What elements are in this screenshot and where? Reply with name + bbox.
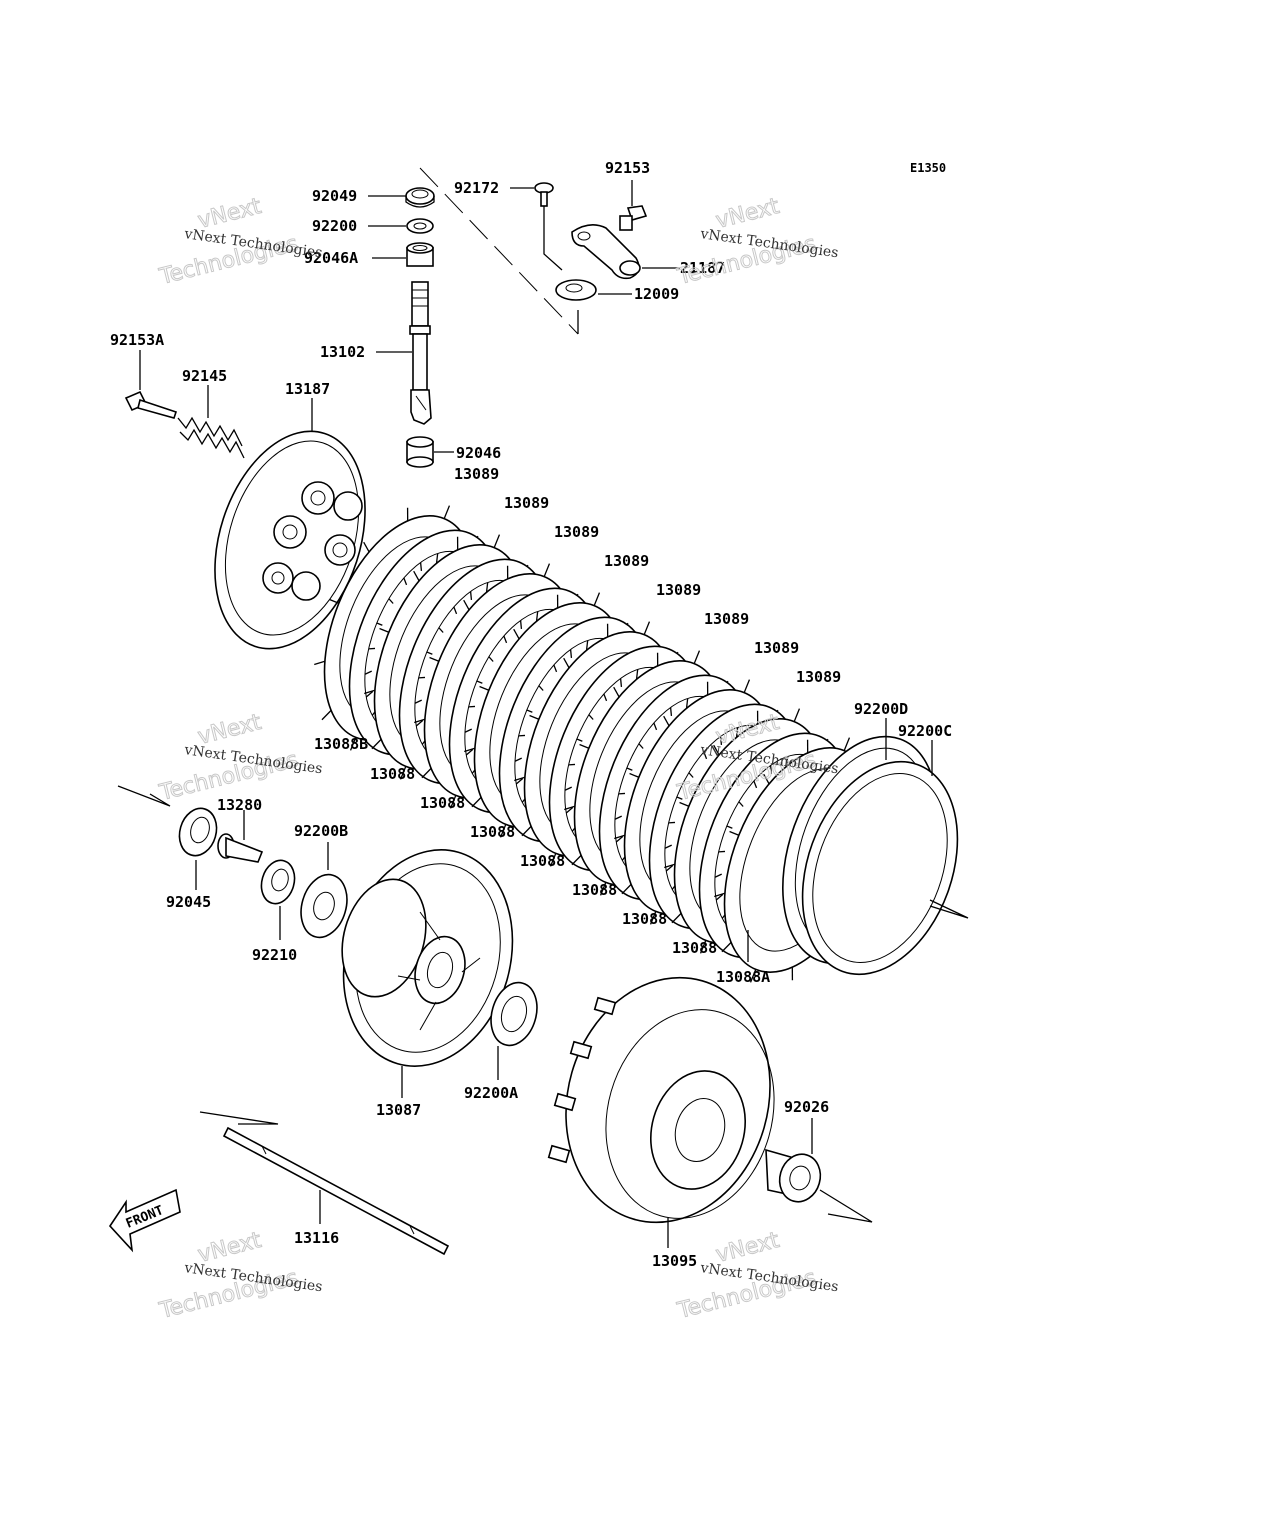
label-13089-5[interactable]: 13089: [656, 581, 701, 599]
washer-92200a[interactable]: [484, 977, 544, 1051]
label-13089-2[interactable]: 13089: [504, 494, 549, 512]
watermark: vNext Technologies vNext Technologies: [156, 193, 323, 290]
svg-text:vNext: vNext: [195, 1228, 264, 1268]
label-13089-7[interactable]: 13089: [754, 639, 799, 657]
label-13089-3[interactable]: 13089: [554, 523, 599, 541]
label-13087[interactable]: 13087: [376, 1101, 421, 1119]
label-13088-5[interactable]: 13088: [572, 881, 617, 899]
nut-92210[interactable]: [257, 856, 300, 907]
label-92153[interactable]: 92153: [605, 159, 650, 177]
label-92026[interactable]: 92026: [784, 1098, 829, 1116]
label-92046a[interactable]: 92046A: [304, 249, 358, 267]
svg-text:vNext: vNext: [713, 1228, 782, 1268]
label-92046[interactable]: 92046: [456, 444, 501, 462]
oil-seal-92049[interactable]: [405, 187, 435, 208]
svg-text:vNext: vNext: [195, 710, 264, 750]
svg-text:vNext: vNext: [195, 194, 264, 234]
spring-92145[interactable]: [177, 416, 245, 459]
label-13088a[interactable]: 13088A: [716, 968, 770, 986]
pressure-plate-13187[interactable]: [189, 412, 391, 668]
label-92210[interactable]: 92210: [252, 946, 297, 964]
watermark: vNext Technologies vNext Technologies: [674, 193, 839, 290]
label-92200a[interactable]: 92200A: [464, 1084, 518, 1102]
label-92200[interactable]: 92200: [312, 217, 357, 235]
screw-92172[interactable]: [534, 182, 554, 207]
label-13088-4[interactable]: 13088: [520, 852, 565, 870]
label-13088-7[interactable]: 13088: [672, 939, 717, 957]
ball-bearing-92045[interactable]: [174, 804, 222, 860]
label-13280[interactable]: 13280: [217, 796, 262, 814]
clutch-hub-13087[interactable]: [319, 830, 537, 1087]
part-labels: 92049 92200 92046A 13102 92046 92172 921…: [110, 159, 952, 1270]
label-13088b[interactable]: 13088B: [314, 735, 368, 753]
label-13116[interactable]: 13116: [294, 1229, 339, 1247]
washer-12009[interactable]: [555, 279, 597, 301]
washer-92200[interactable]: [406, 218, 434, 234]
needle-bearing-92046a[interactable]: [406, 242, 434, 267]
label-92200b[interactable]: 92200B: [294, 822, 348, 840]
label-13088-1[interactable]: 13088: [370, 765, 415, 783]
label-13102[interactable]: 13102: [320, 343, 365, 361]
leader-lines: [139, 180, 933, 1248]
label-21187[interactable]: 21187: [680, 259, 725, 277]
diagram-code: E1350: [910, 161, 946, 175]
release-shaft-group: [405, 167, 579, 468]
needle-bearing-92046[interactable]: [406, 436, 434, 468]
label-13095[interactable]: 13095: [652, 1252, 697, 1270]
label-13089-1[interactable]: 13089: [454, 465, 499, 483]
label-13187[interactable]: 13187: [285, 380, 330, 398]
label-92049[interactable]: 92049: [312, 187, 357, 205]
release-lever-21187[interactable]: [571, 224, 641, 280]
washer-92200b[interactable]: [294, 869, 354, 943]
label-13089-8[interactable]: 13089: [796, 668, 841, 686]
release-shaft-13102[interactable]: [409, 281, 432, 425]
spring-seat-92200c[interactable]: [775, 740, 986, 996]
front-arrow-icon: FRONT: [108, 1188, 181, 1253]
label-13089-4[interactable]: 13089: [604, 552, 649, 570]
label-13088-6[interactable]: 13088: [622, 910, 667, 928]
label-92200c[interactable]: 92200C: [898, 722, 952, 740]
sleeve-92026[interactable]: [765, 1148, 826, 1206]
push-rod-13116[interactable]: [199, 1111, 450, 1256]
watermark: vNext Technologies vNext Technologies: [674, 1227, 839, 1324]
label-12009[interactable]: 12009: [634, 285, 679, 303]
label-92153a[interactable]: 92153A: [110, 331, 164, 349]
pressure-plate-group: [124, 390, 391, 668]
label-13088-3[interactable]: 13088: [470, 823, 515, 841]
label-92145[interactable]: 92145: [182, 367, 227, 385]
label-92172[interactable]: 92172: [454, 179, 499, 197]
label-13088-2[interactable]: 13088: [420, 794, 465, 812]
svg-text:vNext: vNext: [713, 194, 782, 234]
watermark: vNext Technologies vNext Technologies: [156, 709, 323, 806]
pusher-13280[interactable]: [217, 833, 264, 863]
bolt-92153a[interactable]: [124, 390, 178, 419]
clutch-housing-13095[interactable]: [538, 953, 799, 1247]
release-lever-group: [534, 182, 648, 301]
label-13089-6[interactable]: 13089: [704, 610, 749, 628]
label-92045[interactable]: 92045: [166, 893, 211, 911]
label-92200d[interactable]: 92200D: [854, 700, 908, 718]
bolt-92153[interactable]: [619, 205, 648, 231]
